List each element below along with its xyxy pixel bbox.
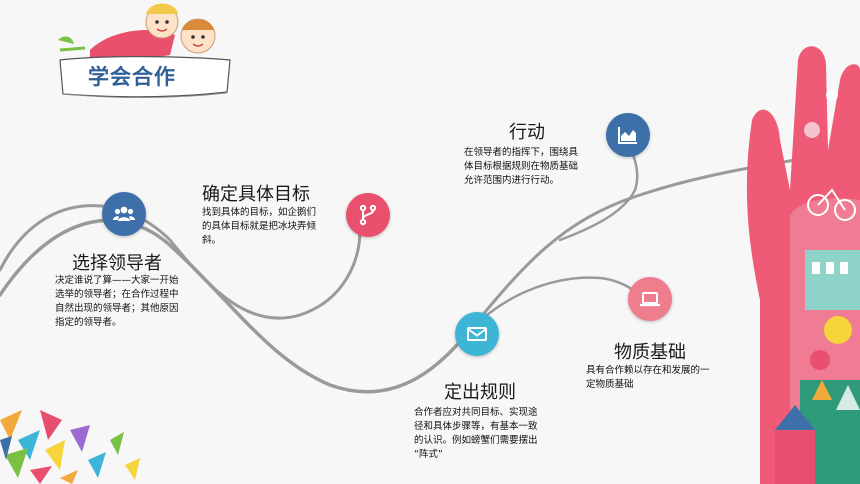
desc-line: 指定的领导者。 xyxy=(55,317,122,328)
step-title-leader: 选择领导者 xyxy=(72,253,162,274)
step-title-action: 行动 xyxy=(509,122,545,143)
mail-circle xyxy=(455,312,499,356)
triangle-decor xyxy=(0,410,140,484)
desc-line: 决定谁说了算——大家一开始 xyxy=(55,275,179,286)
laptop-circle xyxy=(628,277,672,321)
desc-line: 体目标根据规则在物质基础 xyxy=(464,161,579,172)
step-desc-action: 在领导者的指挥下，围绕具 体目标根据规则在物质基础 允许范围内进行行动。 xyxy=(464,146,578,188)
users-icon xyxy=(113,206,135,221)
kids-illustration xyxy=(58,3,216,61)
desc-line: 找到具体的目标，如企鹅们 xyxy=(202,207,317,218)
chart-icon xyxy=(618,127,637,144)
page-title: 学会合作 xyxy=(88,65,176,89)
desc-line: 具有合作赖以存在和发展的一 xyxy=(586,365,710,376)
desc-line: 斜。 xyxy=(202,235,222,246)
step-desc-goal: 找到具体的目标，如企鹅们 的具体目标就是把冰块弄倾 斜。 xyxy=(202,206,316,248)
title-banner xyxy=(59,56,231,99)
fork-circle xyxy=(346,193,390,237)
desc-line: 自然出现的领导者；其他原因 xyxy=(55,303,179,314)
desc-line: 选举的领导者；在合作过程中 xyxy=(55,289,179,300)
mail-icon xyxy=(467,327,487,341)
step-title-goal: 确定具体目标 xyxy=(202,184,310,205)
desc-line: 径和具体步骤等，有基本一致 xyxy=(414,421,538,432)
road-curves xyxy=(0,143,860,394)
desc-line: 允许范围内进行行动。 xyxy=(464,175,560,186)
chart-circle xyxy=(606,113,650,157)
desc-line: 的认识。例如螃蟹们需要摆出 xyxy=(414,435,538,446)
step-title-material: 物质基础 xyxy=(614,342,686,363)
step-desc-material: 具有合作赖以存在和发展的一 定物质基础 xyxy=(586,364,710,392)
desc-line: 的具体目标就是把冰块弄倾 xyxy=(202,221,317,232)
desc-line: 合作者应对共同目标、实现途 xyxy=(414,407,538,418)
desc-line: “阵式” xyxy=(414,449,443,460)
desc-line: 定物质基础 xyxy=(586,379,634,390)
users-circle xyxy=(102,192,146,236)
desc-line: 在领导者的指挥下，围绕具 xyxy=(464,147,579,158)
step-desc-leader: 决定谁说了算——大家一开始 选举的领导者；在合作过程中 自然出现的领导者；其他原… xyxy=(55,274,179,330)
step-title-rules: 定出规则 xyxy=(444,382,516,403)
step-desc-rules: 合作者应对共同目标、实现途 径和具体步骤等，有基本一致 的认识。例如螃蟹们需要摆… xyxy=(414,406,538,462)
hand-illustration xyxy=(746,46,860,484)
fork-icon xyxy=(359,204,377,226)
laptop-icon xyxy=(640,292,660,307)
